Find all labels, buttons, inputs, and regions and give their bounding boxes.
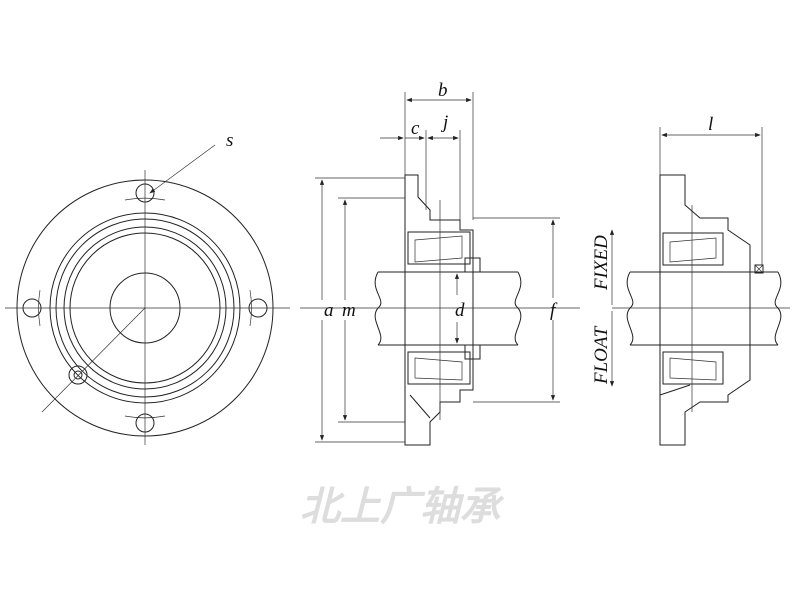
label-fixed: FIXED (591, 235, 612, 291)
label-b: b (438, 80, 448, 101)
label-c: c (411, 118, 420, 139)
label-l: l (708, 114, 713, 135)
label-s: s (226, 130, 233, 151)
label-a: a (324, 300, 334, 321)
float-fixed-view: l FIXED FLOAT (591, 114, 790, 446)
watermark: 北上广轴承 (300, 484, 505, 530)
label-f: f (550, 300, 558, 321)
section-view: b c j a m d f (300, 80, 580, 446)
label-d: d (455, 300, 465, 321)
label-j: j (440, 112, 448, 133)
label-float: FLOAT (591, 325, 612, 385)
label-m: m (342, 300, 356, 321)
front-view: s (5, 130, 290, 445)
